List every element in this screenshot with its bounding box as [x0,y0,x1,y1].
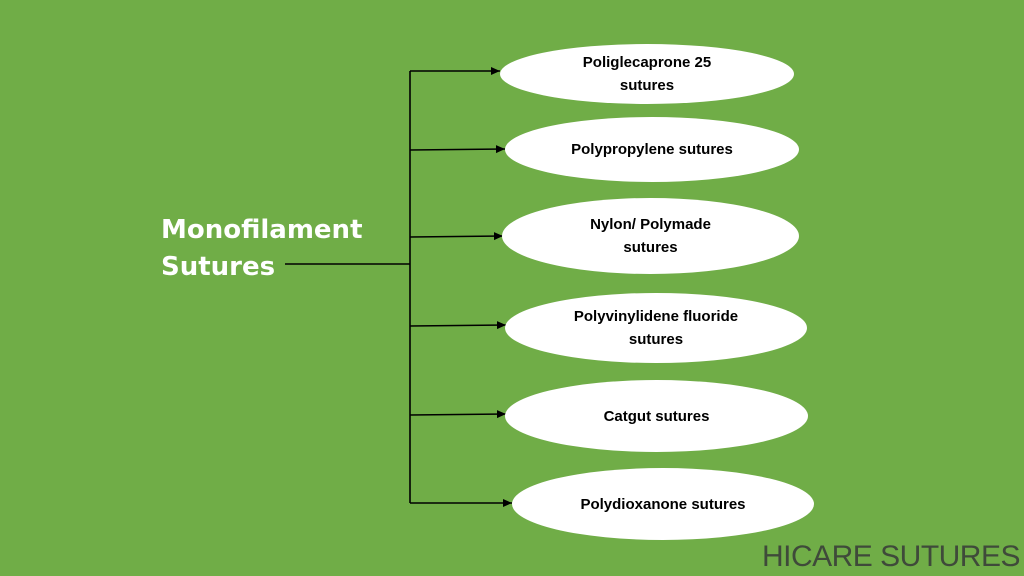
branch-arrow-4 [409,321,507,330]
node-label-line-1: Polypropylene sutures [571,141,733,158]
node-polypropylene: Polypropylene sutures [505,117,799,182]
node-label-line-1: Poliglecaprone 25 [582,54,712,71]
node-nylon-polymade: Nylon/ Polymade sutures [502,198,799,274]
node-poliglecaprone-25: Poliglecaprone 25 sutures [500,44,794,104]
node-catgut: Catgut sutures [505,380,808,452]
node-label-line-2: sutures [619,77,675,94]
node-polyvinylidene-fluoride: Polyvinylidene fluoride sutures [505,293,807,363]
node-label-line-1: Polydioxanone sutures [580,495,746,513]
node-label-line-2: sutures [623,239,678,256]
branch-arrow-5 [409,410,507,419]
root-title-line-2: Sutures [161,252,276,282]
node-label-line-1: Catgut sutures [603,407,710,425]
node-polydioxanone: Polydioxanone sutures [512,468,814,540]
root-node-title: Monofilament Sutures [161,212,391,286]
node-label-line-1: Nylon/ Polymade [590,216,711,233]
node-label-line-2: sutures [628,331,684,348]
watermark-text: HICARE SUTURES [761,540,1021,573]
branch-arrow-2 [409,145,506,154]
node-label-line-1: Polyvinylidene fluoride [573,308,739,325]
branch-arrow-3 [409,232,504,241]
root-title-line-1: Monofilament [161,215,363,245]
